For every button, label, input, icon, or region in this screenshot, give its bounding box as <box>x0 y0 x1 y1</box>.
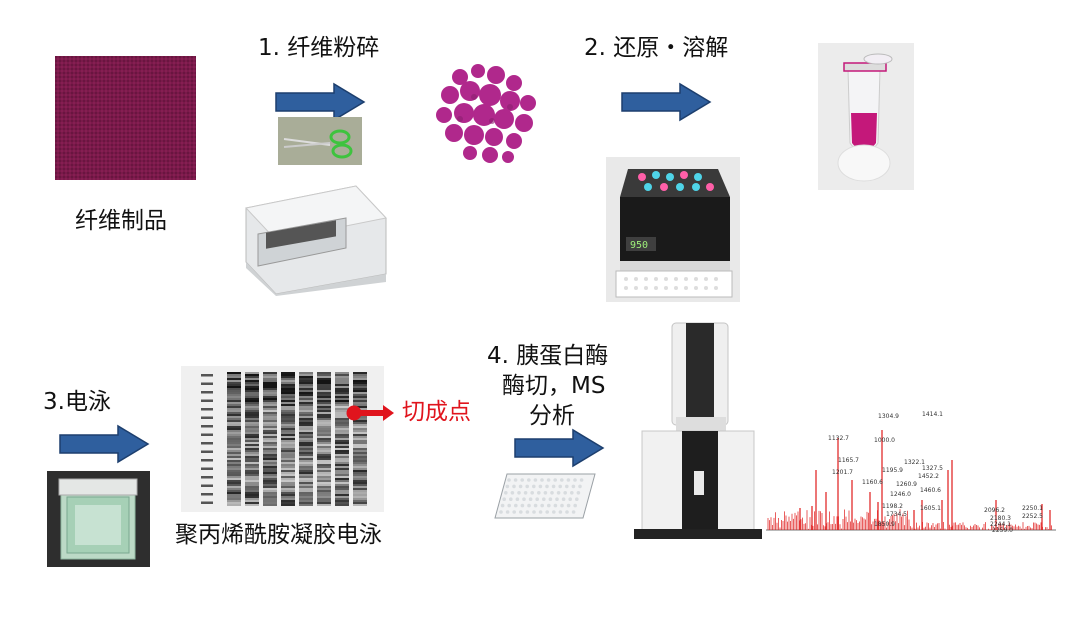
grinder-machine-image <box>236 178 392 296</box>
spectrum-peak-label: 2250.1 <box>1022 505 1043 512</box>
spectrum-peak-label: 1460.6 <box>920 487 941 494</box>
step2-label: 2. 还原・溶解 <box>584 35 728 63</box>
mass-spectrum-image: 1304.91414.11132.71000.01165.71322.11160… <box>762 406 1058 544</box>
gel-electrophoresis-label: 聚丙烯酰胺凝胶电泳 <box>175 522 382 550</box>
fiber-product-image <box>55 56 196 180</box>
spectrum-peak-label: 1304.9 <box>878 413 899 420</box>
sample-tube-image <box>818 43 914 190</box>
spectrum-peak-label: 1327.5 <box>922 465 943 472</box>
spectrum-peak-label: 2259.0 <box>992 527 1013 534</box>
spectrum-peak-label: 1201.7 <box>832 469 853 476</box>
spectrum-peak-label: 1734.5 <box>886 511 907 518</box>
spectrum-peak-label: 1132.7 <box>828 435 849 442</box>
fiber-powder-image <box>430 57 546 170</box>
step4-label-line2: 酶切，MS <box>502 373 605 401</box>
spectrum-peak-label: 1160.6 <box>862 479 883 486</box>
heat-block-image: 950 <box>606 157 740 302</box>
mass-spectrometer-image <box>628 321 768 543</box>
step4-label-line3: 分析 <box>529 403 575 431</box>
step4-label-line1: 4. 胰蛋白酶 <box>487 343 608 371</box>
scissors-image <box>278 117 362 165</box>
spectrum-peak-label: 1000.0 <box>874 437 895 444</box>
spectrum-peak-label: 1260.9 <box>896 481 917 488</box>
arrow-right-icon <box>274 82 366 122</box>
arrow-right-icon <box>58 424 150 464</box>
fiber-product-label: 纤维制品 <box>75 208 167 236</box>
arrow-right-icon <box>620 82 712 122</box>
svg-text:950: 950 <box>630 240 648 251</box>
spectrum-peak-label: 1452.2 <box>918 473 939 480</box>
spectrum-peak-label: 1165.7 <box>838 457 859 464</box>
cut-point-label: 切成点 <box>402 399 471 427</box>
electrophoresis-tank-image <box>47 471 150 567</box>
step3-label: 3.电泳 <box>43 389 111 417</box>
spectrum-peak-label: 1850.9 <box>874 521 895 528</box>
spectrum-peak-label: 2252.5 <box>1022 513 1043 520</box>
arrow-right-icon <box>513 428 605 468</box>
spectrum-peak-label: 1246.0 <box>890 491 911 498</box>
spectrum-peak-label: 1414.1 <box>922 411 943 418</box>
gel-image <box>181 366 384 512</box>
step1-label: 1. 纤维粉碎 <box>258 35 379 63</box>
cut-point-marker-icon <box>343 402 395 424</box>
spectrum-peak-label: 2096.2 <box>984 507 1005 514</box>
spectrum-peak-label: 1198.2 <box>882 503 903 510</box>
well-plate-image <box>493 470 596 522</box>
spectrum-peak-label: 1195.9 <box>882 467 903 474</box>
spectrum-peak-label: 1605.1 <box>920 505 941 512</box>
